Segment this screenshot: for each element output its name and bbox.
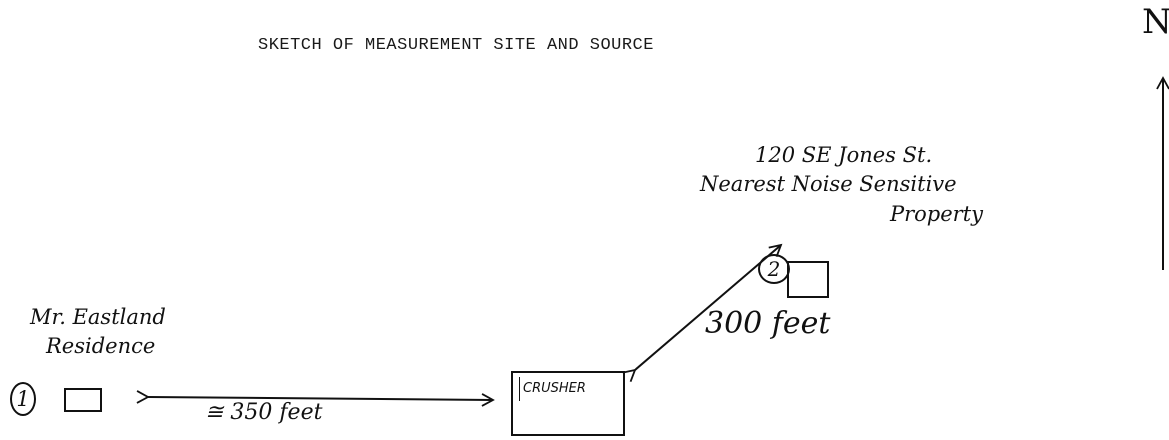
site2-label-line2: Nearest Noise Sensitive [700, 172, 957, 196]
site1-marker: 1 [10, 382, 36, 416]
site2-label-line1: 120 SE Jones St. [755, 143, 933, 167]
site1-number: 1 [16, 387, 30, 411]
crusher-label: CRUSHER [523, 381, 586, 396]
site2-building [787, 261, 829, 298]
page-title: SKETCH OF MEASUREMENT SITE AND SOURCE [258, 36, 654, 55]
crusher-box: CRUSHER [511, 371, 625, 436]
distance-arrow-2 [622, 243, 783, 383]
north-label: N [1142, 2, 1169, 42]
site1-building [64, 388, 102, 412]
crusher-inner-line [519, 377, 520, 401]
distance-arrow-1 [136, 390, 495, 407]
site2-label-line3: Property [890, 202, 984, 226]
site1-label-line2: Residence [46, 334, 156, 358]
site1-label-line1: Mr. Eastland [30, 305, 166, 329]
